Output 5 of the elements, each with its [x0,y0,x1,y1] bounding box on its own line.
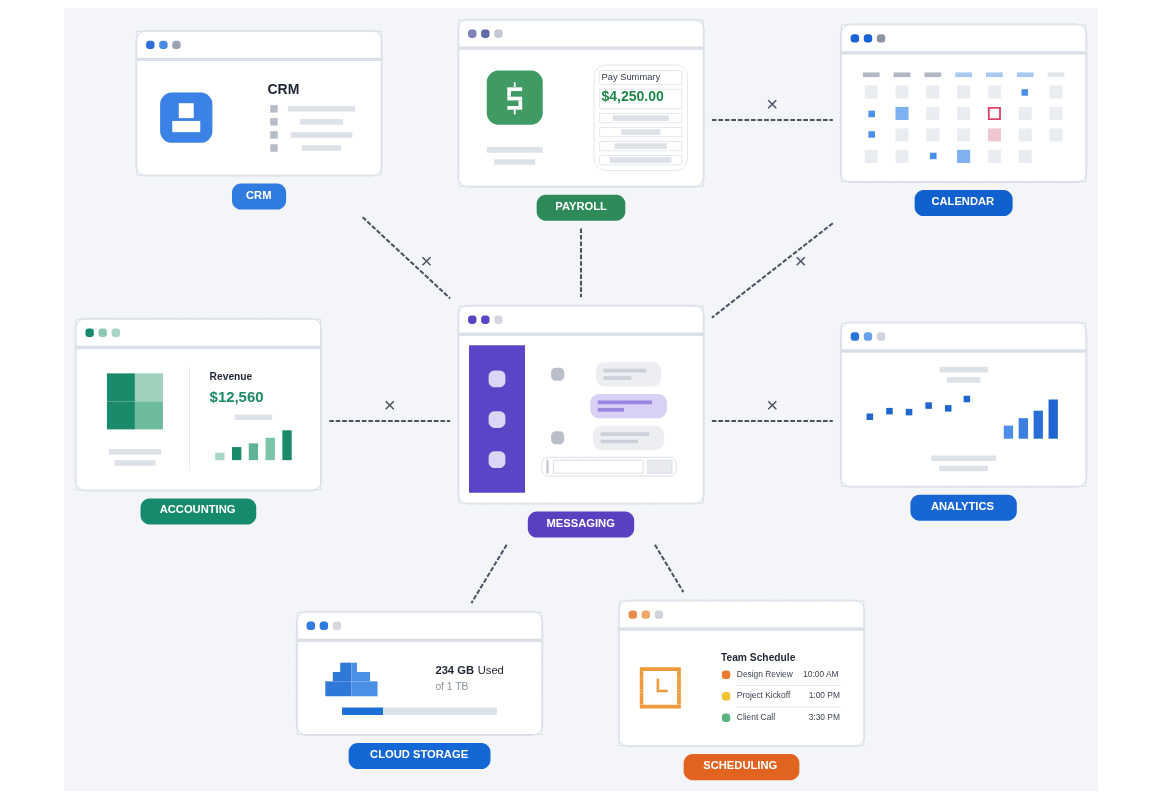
edge-label: × [420,249,433,273]
edge-label: × [383,393,396,417]
edge-label: × [766,92,779,116]
edge-label: × [766,393,779,417]
edge-label: × [794,249,807,273]
